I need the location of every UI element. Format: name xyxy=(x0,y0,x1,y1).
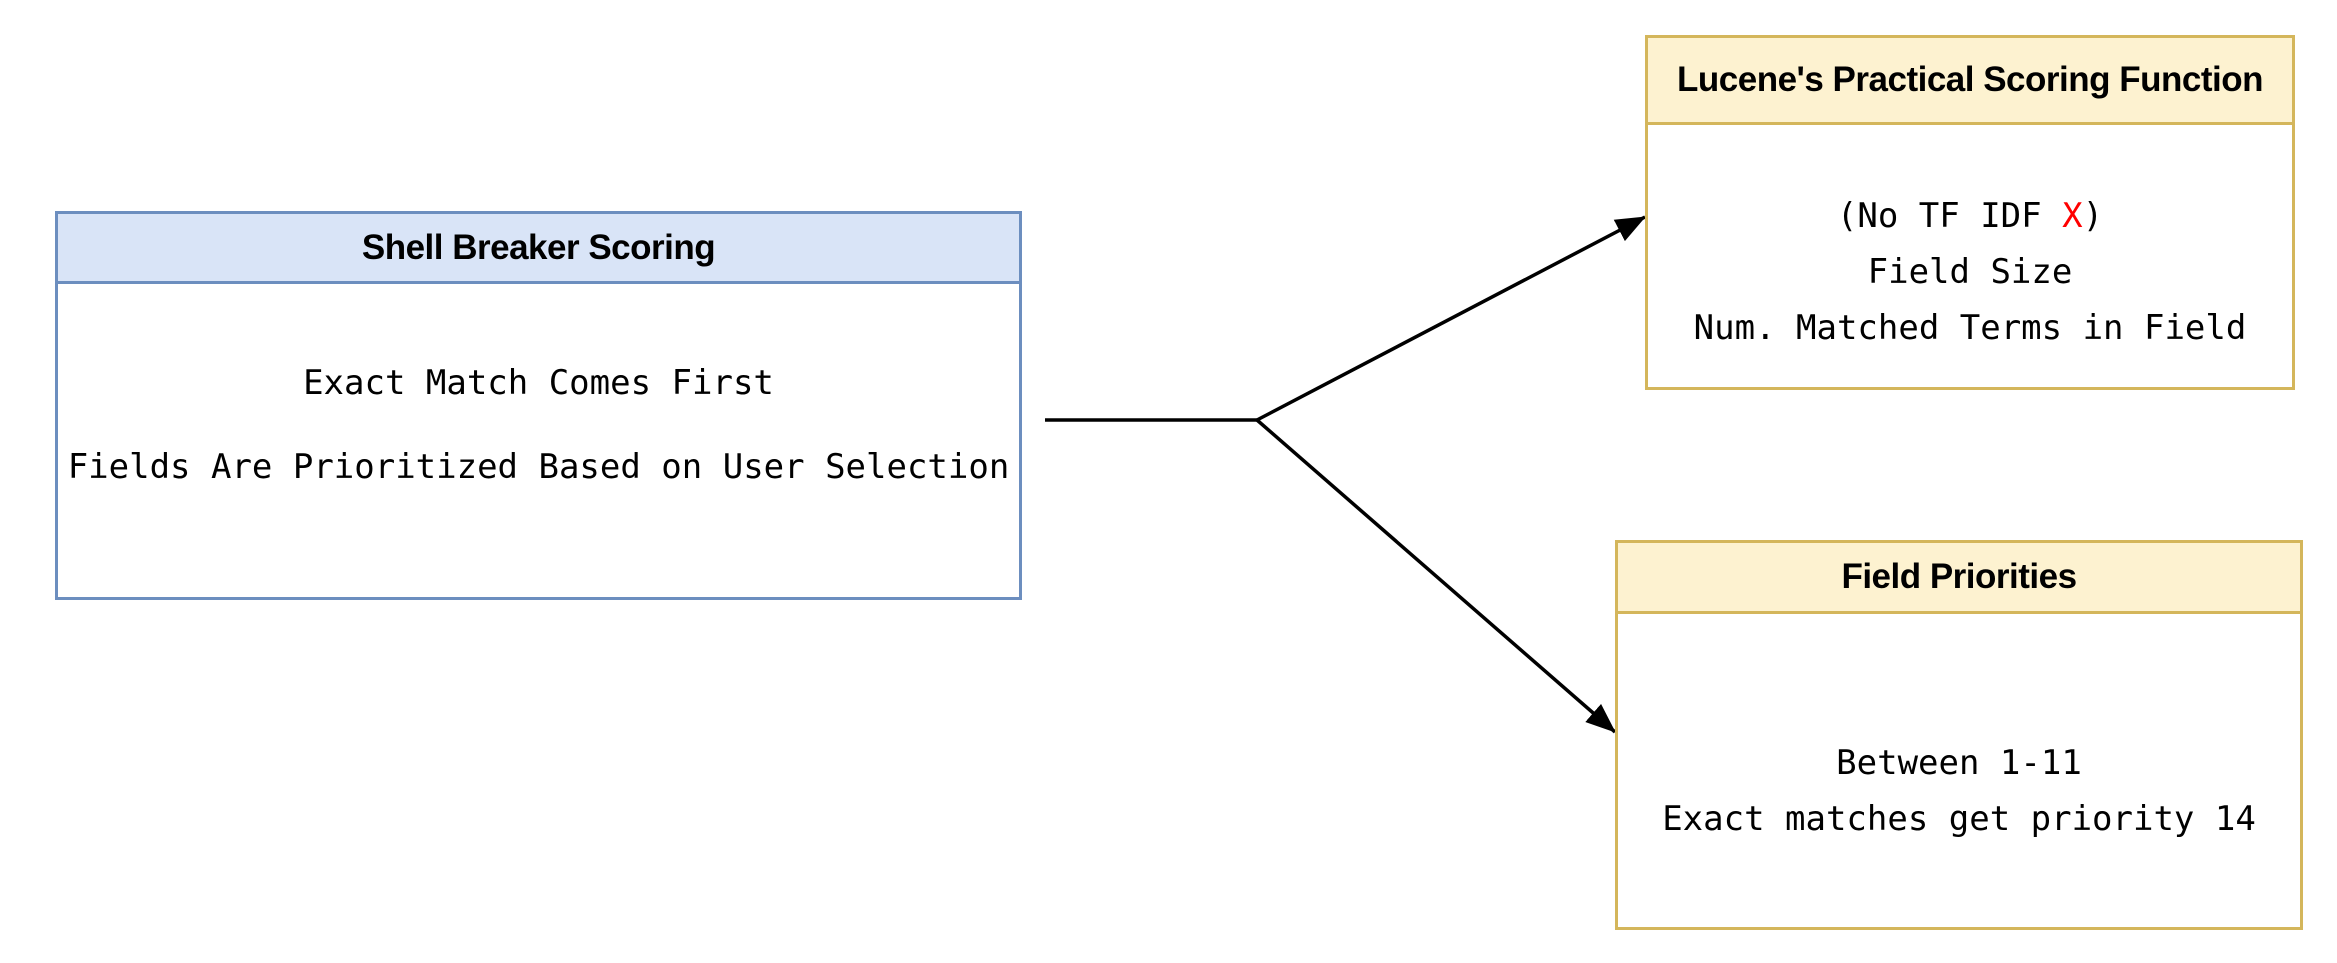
node-field-priorities: Field Priorities Between 1-11 Exact matc… xyxy=(1615,540,2303,930)
field-priorities-line-2: Exact matches get priority 14 xyxy=(1662,798,2256,839)
lucene-line-2: Field Size xyxy=(1867,252,2073,292)
lucene-line-1: (No TF IDF X) xyxy=(1837,188,2103,244)
node-lucene-header: Lucene's Practical Scoring Function xyxy=(1648,38,2292,125)
node-field-priorities-title: Field Priorities xyxy=(1841,557,2077,596)
node-lucene-title: Lucene's Practical Scoring Function xyxy=(1677,60,2263,99)
shell-breaker-line-2: Fields Are Prioritized Based on User Sel… xyxy=(67,446,1010,487)
shell-breaker-line-1: Exact Match Comes First xyxy=(303,362,774,403)
node-lucene-practical-scoring-function: Lucene's Practical Scoring Function (No … xyxy=(1645,35,2295,390)
node-field-priorities-text: Between 1-11 Exact matches get priority … xyxy=(1662,735,2256,847)
node-field-priorities-body: Between 1-11 Exact matches get priority … xyxy=(1618,614,2300,927)
node-shell-breaker-scoring-header: Shell Breaker Scoring xyxy=(58,214,1019,284)
arrow-shell-to-lucene xyxy=(1256,215,1646,422)
lucene-line-3: Num. Matched Terms in Field xyxy=(1693,308,2247,348)
node-shell-breaker-scoring: Shell Breaker Scoring Exact Match Comes … xyxy=(55,211,1022,600)
node-shell-breaker-scoring-text: Exact Match Comes First Fields Are Prior… xyxy=(68,362,1010,488)
field-priorities-line-1: Between 1-11 xyxy=(1836,742,2082,783)
node-lucene-body: (No TF IDF X) Field Size Num. Matched Te… xyxy=(1648,125,2292,387)
lucene-line-1-prefix: (No TF IDF xyxy=(1836,196,2063,236)
node-shell-breaker-scoring-title: Shell Breaker Scoring xyxy=(361,227,716,267)
arrow-shell-to-field-priorities xyxy=(1255,418,1617,734)
node-field-priorities-header: Field Priorities xyxy=(1618,543,2300,614)
node-lucene-text: (No TF IDF X) Field Size Num. Matched Te… xyxy=(1694,188,2247,356)
lucene-line-1-red-x: X xyxy=(2062,196,2083,236)
lucene-line-1-suffix: ) xyxy=(2082,196,2104,236)
node-shell-breaker-scoring-body: Exact Match Comes First Fields Are Prior… xyxy=(58,284,1019,597)
